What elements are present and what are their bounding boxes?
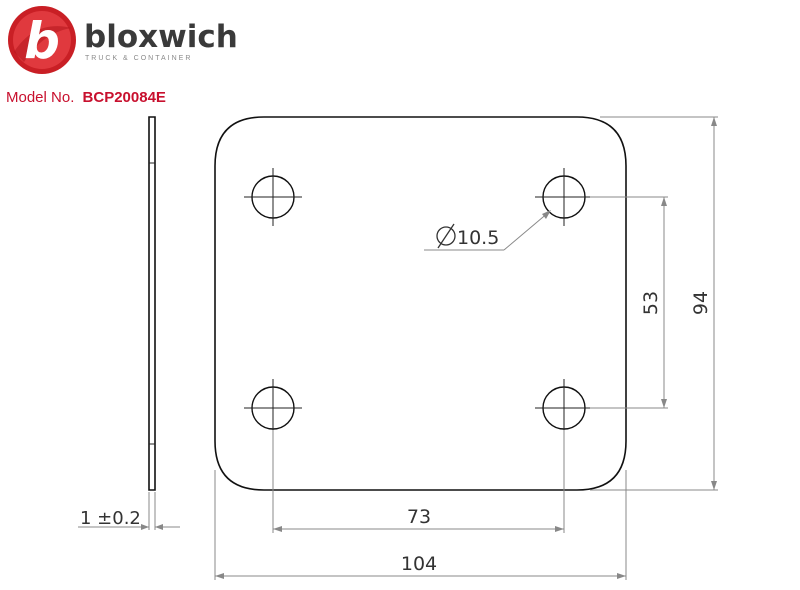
brand-tagline: TRUCK & CONTAINER bbox=[85, 55, 192, 62]
hole-diameter-label: 10.5 bbox=[457, 227, 499, 249]
front-view bbox=[214, 116, 627, 491]
dim-arrow-top bbox=[711, 117, 717, 126]
diameter-symbol-circle bbox=[436, 226, 456, 246]
hole-diameter-callout: 10.5 bbox=[424, 210, 551, 251]
diameter-arrow bbox=[542, 210, 551, 219]
hole-spacing-vertical-dimension: 53 bbox=[590, 196, 668, 409]
dim-arrow-top bbox=[661, 197, 667, 206]
hole-top-left bbox=[244, 168, 302, 226]
hole-spacing-horizontal-dimension: 73 bbox=[272, 430, 565, 533]
dim-arrow-right bbox=[617, 573, 626, 579]
logo-badge-swoosh bbox=[14, 26, 72, 63]
brand-name: bloxwich bbox=[84, 19, 238, 55]
dim-arrow-bottom bbox=[661, 399, 667, 408]
brand-logo: b bbox=[8, 6, 76, 74]
thickness-arrow-right bbox=[155, 524, 163, 530]
thickness-dimension: 1 ±0.2 bbox=[78, 492, 180, 530]
model-label: Model No. bbox=[6, 89, 74, 106]
thickness-arrow-left bbox=[141, 524, 149, 530]
hole-spacing-horizontal-label: 73 bbox=[407, 506, 431, 528]
plate-outline bbox=[214, 116, 627, 491]
height-dimension: 94 bbox=[590, 116, 718, 491]
dim-arrow-left bbox=[273, 526, 282, 532]
height-label: 94 bbox=[690, 291, 712, 315]
hole-top-right bbox=[535, 168, 593, 226]
dim-arrow-right bbox=[555, 526, 564, 532]
width-dimension: 104 bbox=[214, 470, 627, 580]
thickness-label: 1 ±0.2 bbox=[80, 508, 141, 529]
logo-letter: b bbox=[24, 12, 60, 70]
dim-arrow-left bbox=[215, 573, 224, 579]
side-view-outline bbox=[148, 116, 156, 491]
model-number: BCP20084E bbox=[83, 89, 166, 106]
diameter-leader-diagonal bbox=[503, 211, 550, 251]
model-number-line: Model No. BCP20084E bbox=[6, 89, 166, 106]
hole-bottom-left bbox=[244, 379, 302, 437]
diameter-symbol-icon bbox=[436, 223, 456, 249]
dim-arrow-bottom bbox=[711, 481, 717, 490]
hole-spacing-vertical-label: 53 bbox=[640, 291, 662, 315]
hole-bottom-right bbox=[535, 379, 593, 437]
width-label: 104 bbox=[401, 553, 437, 575]
diameter-symbol-slash bbox=[437, 223, 455, 249]
side-view bbox=[148, 116, 156, 491]
